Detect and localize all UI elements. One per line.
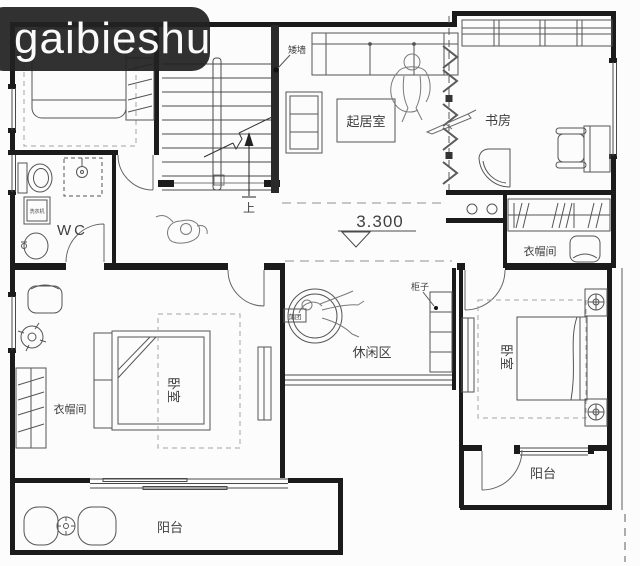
balcony-chair-2 xyxy=(77,506,117,546)
cabinet-label: 柜子 xyxy=(411,281,429,292)
study-furniture xyxy=(461,19,613,215)
person-hall xyxy=(155,215,208,244)
closet-right-label: 衣帽间 xyxy=(524,244,557,258)
walls xyxy=(8,11,617,555)
watermark-text: gaibieshu xyxy=(14,14,212,63)
study-label: 书房 xyxy=(485,113,511,128)
hanging-chair xyxy=(287,288,343,344)
low-wall-label: 矮墙 xyxy=(288,44,306,55)
stairs-up-label: 上 xyxy=(243,201,255,215)
closet-left-label: 衣帽间 xyxy=(54,402,87,416)
bedroom-topleft-door xyxy=(117,154,154,191)
bedroom-right-furniture xyxy=(461,288,608,427)
toilet-tank xyxy=(17,162,28,194)
cushion-tag xyxy=(283,308,307,323)
bedroom-right-label: 卧室 xyxy=(499,344,514,370)
bedroom-left-furniture xyxy=(15,284,272,449)
sink xyxy=(23,232,49,260)
person-leisure xyxy=(298,290,365,338)
balcony-right-edge xyxy=(621,268,626,562)
bedroom-right-door xyxy=(464,269,506,311)
wc-label: WC xyxy=(57,222,88,239)
fan-chair xyxy=(478,148,511,188)
elevation-value: 3.300 xyxy=(356,212,404,231)
shower xyxy=(63,157,103,197)
watermark: gaibieshu xyxy=(0,7,210,71)
stool xyxy=(20,325,44,349)
living-room-label: 起居室 xyxy=(346,114,385,129)
corridor xyxy=(174,174,452,262)
leisure-furniture xyxy=(283,288,453,373)
closet-right-furniture xyxy=(507,198,611,263)
balcony-left-furniture xyxy=(23,506,117,546)
nightstand-top xyxy=(584,288,608,317)
desk xyxy=(583,125,611,173)
living-room-furniture xyxy=(285,32,477,154)
balcony-chair-1 xyxy=(23,506,59,546)
bedroom-left-door xyxy=(227,269,265,307)
balcony-left-label: 阳台 xyxy=(157,520,183,535)
toilet xyxy=(27,163,53,193)
leisure-label: 休闲区 xyxy=(352,345,391,360)
low-wall xyxy=(271,25,291,193)
folding-door xyxy=(442,16,459,190)
brush-doodle xyxy=(425,109,477,135)
side-cabinet xyxy=(285,91,323,154)
bedroom-left-label: 卧室 xyxy=(166,377,181,403)
wc-door xyxy=(65,223,105,263)
bed-right xyxy=(516,316,588,401)
coffee-table xyxy=(336,98,396,143)
desk-chair xyxy=(555,127,587,135)
elevation-marker xyxy=(338,230,416,248)
wc-fixtures xyxy=(17,157,103,260)
person-sofa xyxy=(390,53,431,123)
up-arrow-icon xyxy=(244,132,254,146)
washing-machine-label: 洗衣机 xyxy=(29,208,44,215)
doors xyxy=(65,154,523,491)
bedroom-chair xyxy=(27,285,63,314)
closet-chair xyxy=(569,235,601,263)
sofa xyxy=(311,32,459,76)
balcony-right-door xyxy=(481,449,523,491)
balcony-right-label: 阳台 xyxy=(530,466,556,481)
windows xyxy=(11,62,617,490)
washing-machine xyxy=(23,196,51,225)
bed-left xyxy=(111,330,211,431)
cushion-label: 蒲团 xyxy=(289,312,302,321)
nightstand-bottom xyxy=(584,398,608,427)
bookshelf xyxy=(461,19,613,47)
stairs xyxy=(162,57,273,198)
